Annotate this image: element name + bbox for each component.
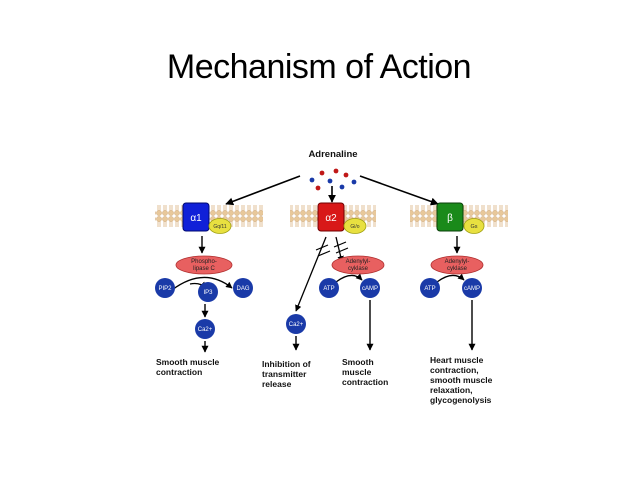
molecule-label: Ca2+ [198,327,213,333]
molecule-label: DAG [236,286,249,292]
reaction-curve [335,273,363,283]
outcome-label: transmitter [262,369,307,379]
enzyme-phospholipase-c [175,255,233,275]
outcome-label: contraction [156,367,202,377]
receptor-alpha2: α2 Gi/o [317,202,367,234]
molecule-atp [420,278,440,298]
outcome-label: glycogenolysis [430,395,492,405]
receptor-alpha1: α1 Gq/11 [182,202,232,234]
molecule-label: cAMP [362,286,378,292]
enzyme-adenylyl-cyclase [430,255,484,275]
outcome-label: Smooth [342,357,374,367]
arrow-to-beta [359,175,439,206]
enzyme-label: cyklase [348,266,369,272]
reaction-curve [436,273,465,283]
block-mark [315,244,329,251]
slide-title: Mechanism of Action [166,48,472,86]
g-protein-label: Gq/11 [213,224,226,230]
enzyme-label: lipase C [193,266,215,272]
g-protein-label: Gs [470,224,477,230]
g-protein-gs [463,218,485,234]
outcome-label: contraction, [430,365,479,375]
adrenaline-dot [315,185,321,191]
outcome-label: relaxation, [430,385,473,395]
receptor-label: β [447,213,453,224]
reaction-curve [171,276,233,291]
outcome-label: contraction [342,377,388,387]
enzyme-label: Adenylyl- [346,259,371,265]
molecule-camp [462,278,482,298]
adrenaline-dot [343,172,349,178]
inhibition-line [295,236,327,312]
adrenaline-molecules [309,168,357,191]
molecule-ca [286,314,306,334]
outcome-label: Inhibition of [262,359,311,369]
enzyme-label: Adenylyl- [445,259,470,265]
molecule-label: IP3 [203,290,213,296]
g-protein-gq [208,218,232,234]
molecule-dag [233,278,253,298]
enzyme-label: cyklase [447,266,468,272]
outcome-label: smooth muscle [430,375,493,385]
adrenaline-dot [351,179,357,185]
outcome-label: release [262,379,292,389]
outcome-label: muscle [342,367,372,377]
adrenaline-dot [333,168,339,174]
molecule-label: Ca2+ [289,322,304,328]
g-protein-label: Gi/o [350,224,359,230]
molecule-pip2 [155,278,175,298]
ligand-label: Adrenaline [308,149,357,160]
molecule-label: ATP [424,286,435,292]
outcome-label: Smooth muscle [156,357,220,367]
outcome-label: Heart muscle [430,355,484,365]
molecule-ip3 [198,282,218,302]
enzyme-label: Phospho- [191,259,217,265]
receptor-beta: β Gs [436,202,485,234]
molecule-label: PIP2 [158,286,172,292]
adrenaline-dot [309,177,315,183]
receptor-label: α2 [325,213,337,224]
molecule-ca [195,319,215,339]
molecule-label: cAMP [464,286,480,292]
arrow-to-alpha1 [225,175,301,206]
adrenaline-dot [319,170,325,176]
molecule-atp [319,278,339,298]
block-mark [333,241,347,248]
block-mark [317,250,331,257]
g-protein-gi [343,218,367,234]
molecule-label: ATP [323,286,334,292]
block-mark [335,247,349,254]
adrenaline-dot [327,178,333,184]
adrenaline-dot [339,184,345,190]
molecule-camp [360,278,380,298]
receptor-label: α1 [190,213,202,224]
